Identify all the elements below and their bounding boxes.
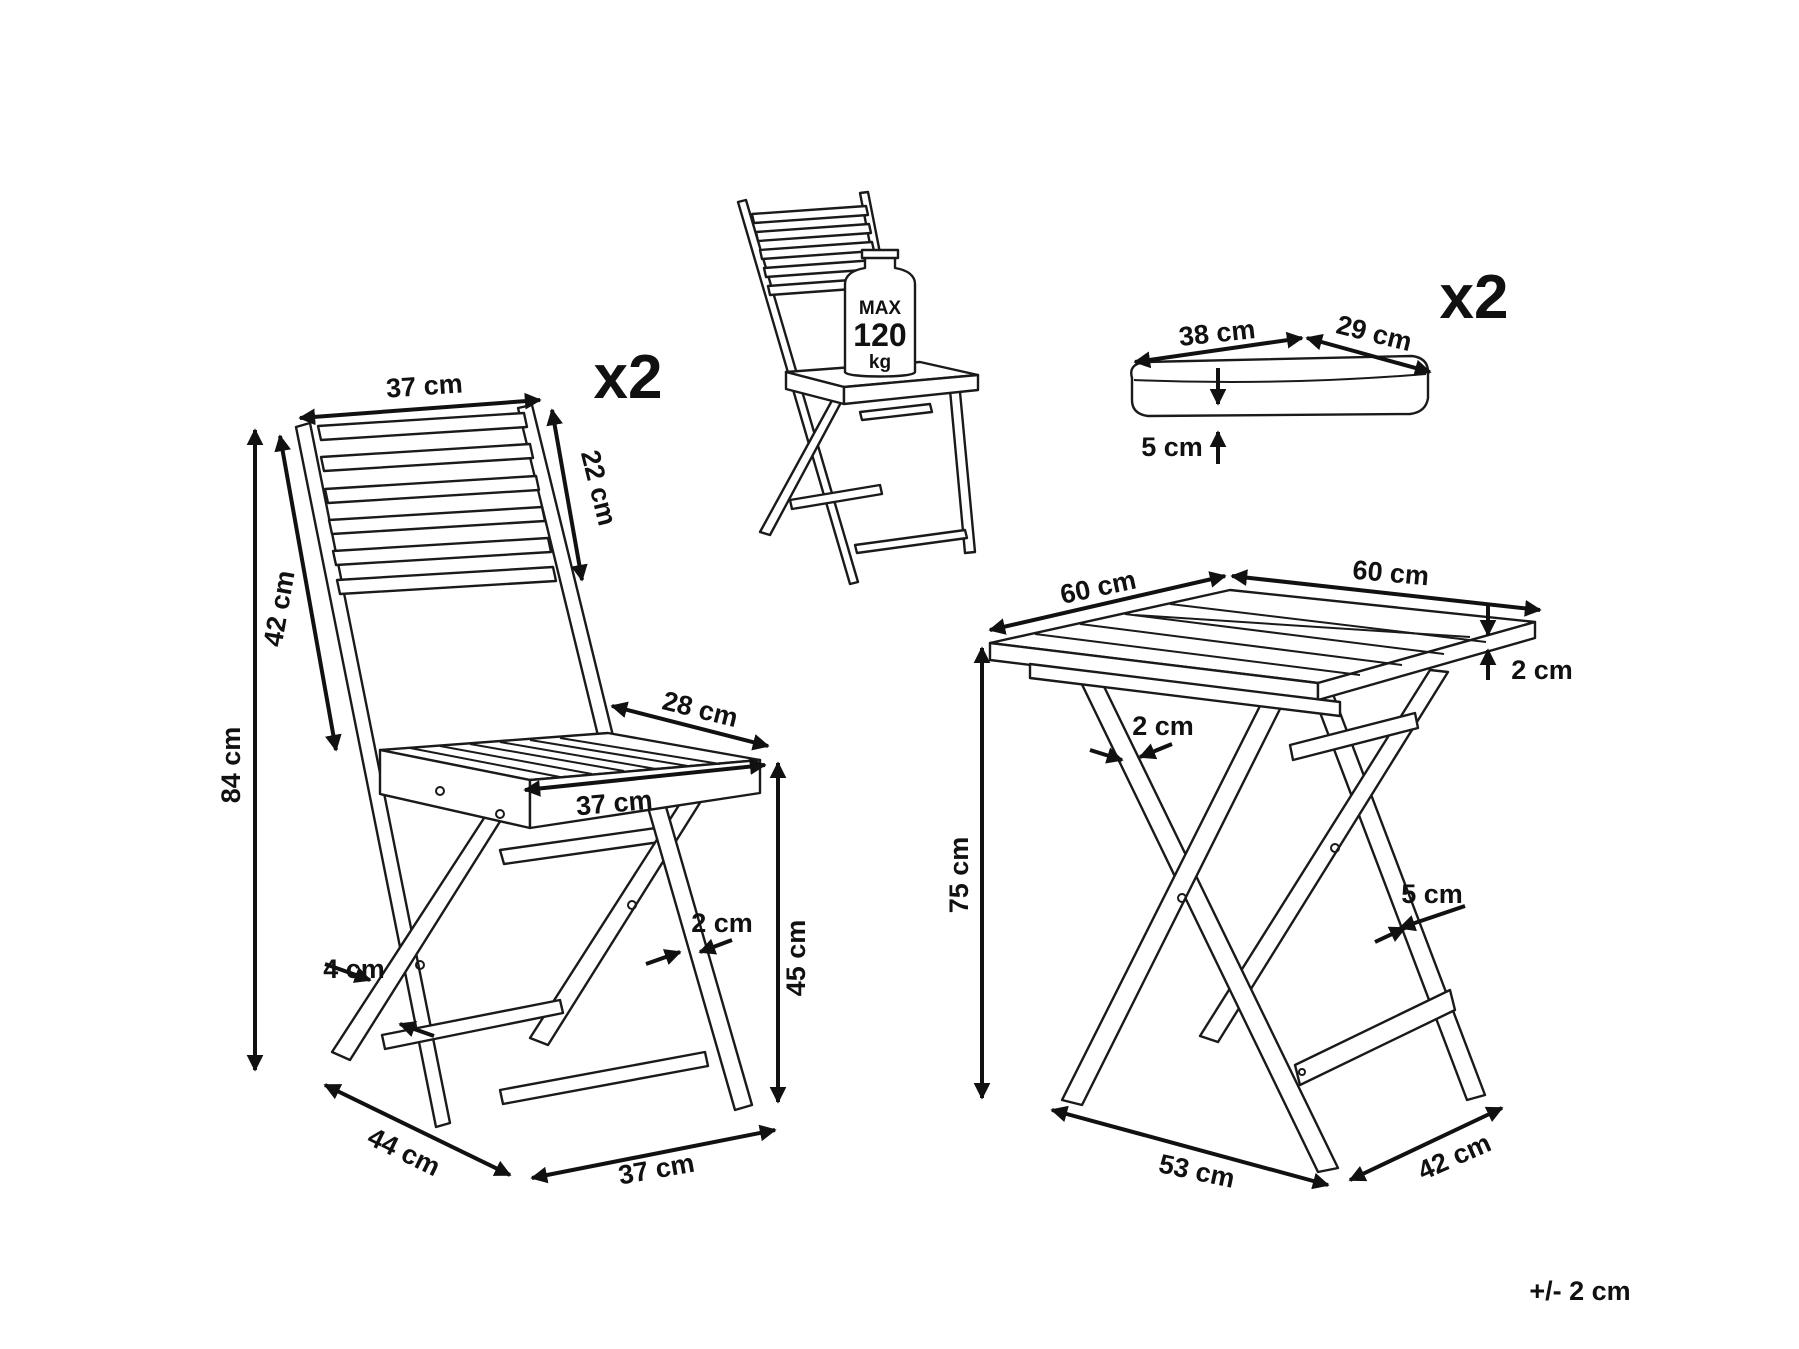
load-chair-brace: [858, 402, 934, 422]
chair-drawing: [294, 403, 762, 1129]
chair-front-stretcher: [498, 1050, 710, 1106]
table-back-brace: [1288, 711, 1420, 762]
table-height-label: 75 cm: [944, 837, 974, 914]
chair-dimension-arrows: [246, 392, 787, 1184]
chair-leg-a-label: 4 cm: [323, 954, 385, 984]
load-chair-seat-side: [842, 373, 980, 406]
load-unit-label: kg: [869, 352, 891, 373]
chair-seat-height-label: 45 cm: [781, 920, 811, 997]
cushion-quantity-label: x2: [1440, 263, 1509, 332]
table-back-leg-left: [1198, 668, 1450, 1044]
table-base-depth-label: 42 cm: [1413, 1128, 1495, 1187]
table-top-width-label: 60 cm: [1351, 555, 1430, 592]
table-top-depth-label: 60 cm: [1058, 565, 1139, 610]
cushion-thickness-label: 5 cm: [1141, 432, 1203, 462]
chair-back-depth-label: 42 cm: [258, 568, 301, 649]
load-chair-drawing: MAX 120 kg: [736, 190, 980, 586]
chair-base-depth-label: 44 cm: [363, 1122, 445, 1183]
table-leg-thickness-label: 2 cm: [1132, 711, 1194, 741]
chair-back-slats: [316, 411, 558, 596]
load-chair-front-leg: [948, 388, 977, 555]
load-chair-base: [853, 528, 969, 555]
table-lower-brace: [1293, 988, 1457, 1087]
chair-back-height-label: 22 cm: [575, 447, 623, 529]
weight-icon: [843, 253, 917, 378]
chair-seat-depth-label: 28 cm: [659, 685, 741, 733]
chair-pivot-holes: [415, 786, 637, 970]
table-apron: [1028, 662, 1342, 718]
load-value-label: 120: [853, 317, 906, 353]
weight-cap: [860, 248, 900, 260]
table-top-thickness-label: 2 cm: [1511, 655, 1573, 685]
chair-leg-b-label: 2 cm: [691, 908, 753, 938]
table-drawing: [988, 588, 1537, 1174]
table-pivot-holes: [1177, 843, 1340, 1076]
cushion-body: [1130, 354, 1430, 418]
table-leg-width-label: 5 cm: [1401, 879, 1463, 909]
tolerance-note: +/- 2 cm: [1529, 1276, 1630, 1306]
chair-lower-stretcher: [380, 998, 565, 1051]
cushion-seam: [1133, 373, 1427, 383]
table-top-slat-lines: [1034, 603, 1487, 676]
chair-base-width-label: 37 cm: [616, 1148, 697, 1191]
cushion-dimension-arrows: [1133, 331, 1432, 464]
load-chair-stretcher: [788, 483, 884, 511]
load-max-label: MAX: [859, 298, 902, 319]
chair-back-width-label: 37 cm: [385, 368, 463, 403]
chair-quantity-label: x2: [594, 343, 663, 412]
chair-seat-width-label: 37 cm: [575, 785, 654, 822]
chair-total-height-label: 84 cm: [216, 727, 246, 804]
cushion-drawing: [1130, 354, 1430, 418]
table-dimension-arrows: [973, 569, 1542, 1190]
